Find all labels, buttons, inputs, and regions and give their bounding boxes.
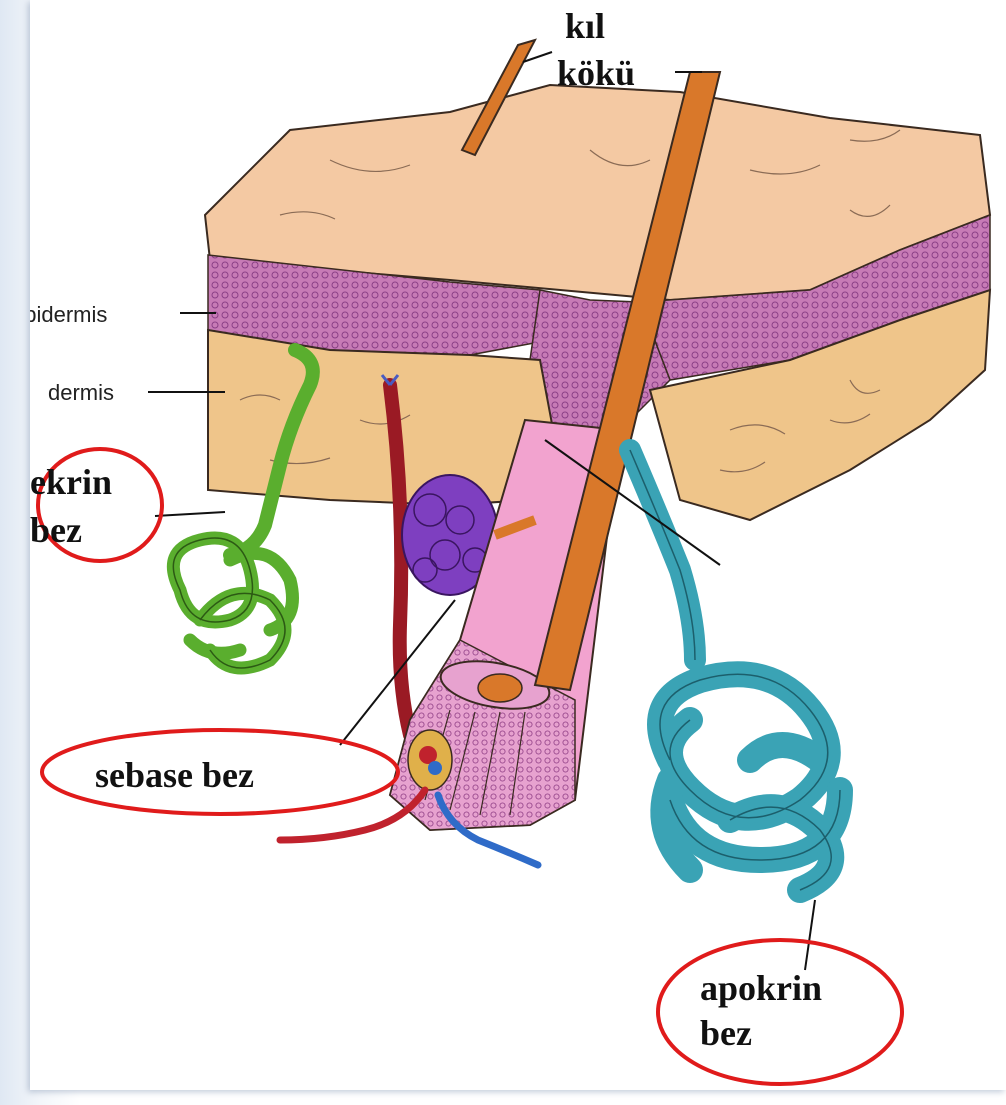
label-sebaceous: sebase bez — [95, 755, 254, 795]
label-apocrine-line1: apokrin — [700, 968, 822, 1008]
label-epidermis: epidermis — [30, 302, 107, 327]
label-eccrine-line1: ekrin — [30, 462, 112, 502]
apocrine-highlight-ellipse — [658, 940, 902, 1084]
hair-papilla — [408, 730, 452, 790]
label-hair-root-line2: kökü — [557, 53, 635, 93]
eccrine-gland-coil — [173, 538, 292, 668]
label-eccrine-line2: bez — [30, 510, 82, 550]
label-apocrine-line2: bez — [700, 1013, 752, 1053]
label-dermis: dermis — [48, 380, 114, 405]
skin-cross-section: kıl kökü epidermis dermis ekrin bez seba… — [30, 0, 1006, 1090]
label-hair-root-line1: kıl — [565, 6, 605, 46]
dermis-layer — [208, 330, 555, 505]
apocrine-gland-coil — [660, 674, 840, 890]
skin-diagram: kıl kökü epidermis dermis ekrin bez seba… — [30, 0, 1006, 1090]
